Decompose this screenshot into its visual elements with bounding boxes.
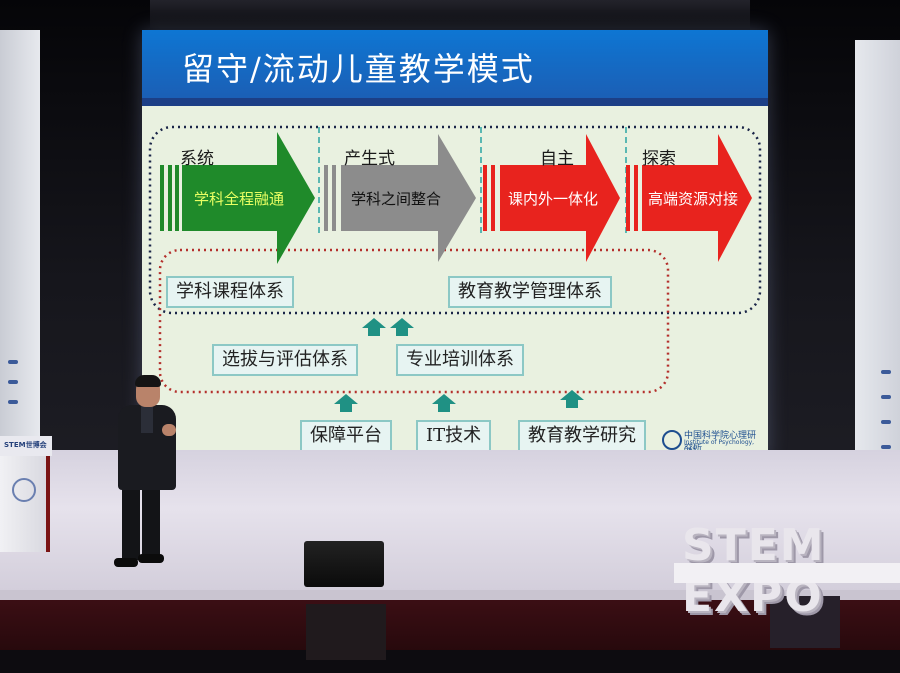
presenter-hand: [162, 424, 176, 436]
banner-mark: [881, 420, 891, 424]
banner-mark: [881, 445, 891, 449]
presenter-shirt: [141, 405, 153, 433]
foundation-box: 教育教学研究: [518, 420, 646, 452]
up-arrows: [334, 318, 584, 412]
professional-training-box: 专业培训体系: [396, 344, 524, 376]
stage-text: 学科之间整合: [351, 190, 442, 208]
banner-mark: [8, 360, 18, 364]
ceiling-truss: [150, 0, 750, 28]
left-banner: [0, 30, 40, 450]
institute-name: 中国科学院心理研究所: [684, 431, 757, 454]
presenter: [108, 372, 188, 582]
selection-evaluation-box: 选拔与评估体系: [212, 344, 358, 376]
slide-title: 留守/流动儿童教学模式: [182, 50, 535, 88]
stage-arrow-2: [324, 134, 476, 262]
institute-emblem-icon: [662, 430, 682, 450]
foundation-box: IT技术: [416, 420, 492, 452]
stage-text: 高端资源对接: [648, 190, 739, 208]
stage-heading: 产生式: [344, 149, 395, 169]
stage-arrow-3: [483, 134, 620, 262]
presenter-shoe: [138, 554, 164, 563]
stage-text: 课内外一体化: [508, 190, 599, 208]
audience-area: [0, 650, 900, 673]
slide-title-bar: [142, 30, 768, 98]
podium-emblem-icon: [12, 478, 36, 502]
institute-logo: 中国科学院心理研究所 Institute of Psychology, CAS: [662, 428, 762, 454]
foundation-box: 保障平台: [300, 420, 392, 452]
stage-arrow-1: [160, 132, 315, 264]
outer-dotted-frame: [148, 125, 762, 315]
banner-mark: [881, 370, 891, 374]
presenter-leg: [122, 488, 140, 560]
stage-edge: [0, 590, 900, 602]
presenter-leg: [142, 488, 160, 560]
stage-heading: 探索: [642, 149, 676, 169]
banner-mark: [8, 380, 18, 384]
stage-heading: 自主: [540, 149, 574, 169]
podium: [0, 452, 50, 552]
floor-monitor-speaker: [304, 541, 384, 587]
subject-curriculum-box: 学科课程体系: [166, 276, 294, 308]
teaching-management-box: 教育教学管理体系: [448, 276, 612, 308]
slide-title-stripe: [142, 98, 768, 106]
institute-name-en: Institute of Psychology, CAS: [684, 439, 755, 453]
projection-screen: 留守/流动儿童教学模式: [142, 30, 768, 458]
front-speaker: [306, 604, 386, 660]
inner-dotted-frame: [158, 248, 670, 394]
front-speaker: [770, 596, 840, 648]
right-banner: [855, 40, 900, 450]
presenter-hair: [135, 375, 161, 387]
expo-sign-base: [674, 563, 900, 583]
podium-top: [0, 436, 52, 456]
podium-sign: STEM世博会: [4, 441, 47, 449]
stage-text: 学科全程融通: [194, 190, 285, 208]
slide-diagram: [148, 125, 762, 412]
presenter-shoe: [114, 558, 138, 567]
banner-mark: [881, 395, 891, 399]
stage-heading: 系统: [180, 149, 214, 169]
banner-mark: [8, 400, 18, 404]
stage-arrow-4: [626, 134, 752, 262]
